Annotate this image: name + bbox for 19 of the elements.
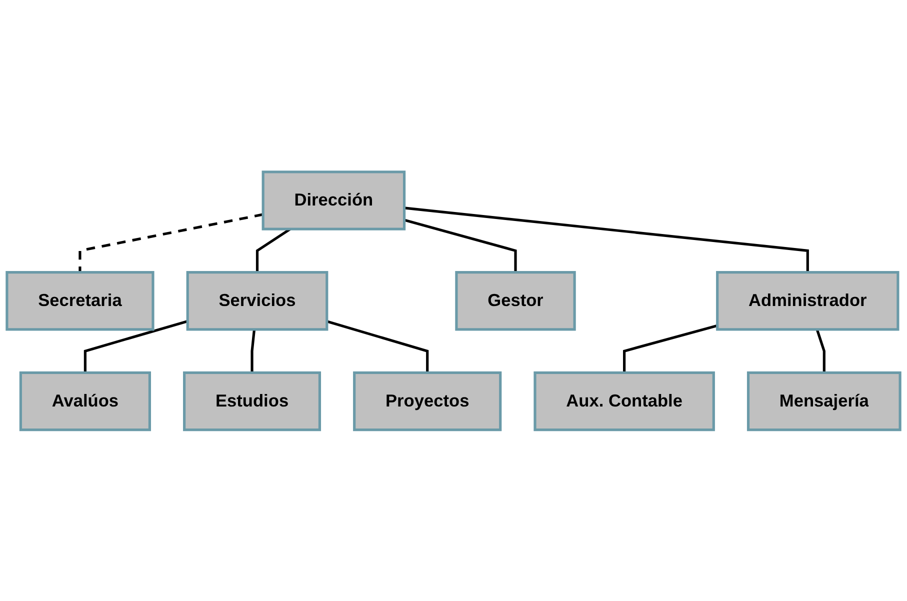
node-box: Mensajería [746,371,902,431]
connector [250,328,256,372]
connector [78,212,264,272]
connector [84,320,188,372]
node-box: Aux. Contable [534,371,715,431]
node-box: Secretaria [6,270,154,330]
connector [816,328,826,372]
node-box: Administrador [716,270,900,330]
node-box: Avalúos [19,371,151,431]
connector [326,320,429,372]
connector [623,324,718,372]
connector [256,228,291,272]
node-box: Dirección [262,170,406,230]
connector [404,206,809,272]
node-box: Estudios [183,371,322,431]
node-box: Gestor [455,270,576,330]
node-box: Servicios [186,270,328,330]
connector [404,218,517,272]
node-box: Proyectos [353,371,502,431]
